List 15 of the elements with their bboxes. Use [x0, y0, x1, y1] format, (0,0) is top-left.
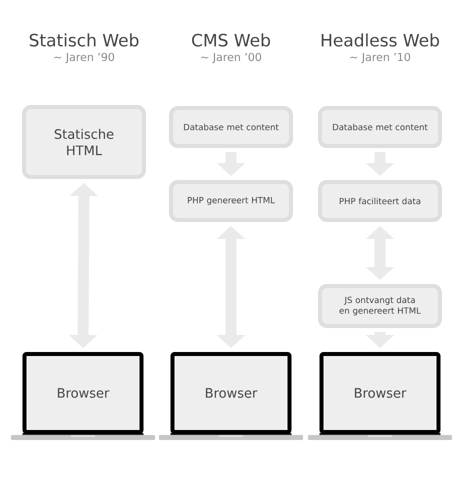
process-box: JS ontvangt data en genereert HTML [318, 284, 442, 328]
process-box: PHP genereert HTML [169, 180, 293, 222]
column-title: CMS Web [192, 33, 270, 47]
column-subtitle: ~ Jaren ’90 [54, 52, 114, 64]
laptop-drawing: Browser [308, 352, 452, 440]
process-box: PHP faciliteert data [318, 180, 442, 222]
column-subtitle: ~ Jaren ’00 [201, 52, 262, 64]
laptop-drawing: Browser [11, 352, 155, 440]
column-title: Headless Web [322, 33, 439, 47]
process-box: Database met content [169, 106, 293, 148]
process-box: Statische HTML [22, 105, 146, 179]
column-title: Statisch Web [30, 33, 138, 47]
column-subtitle: ~ Jaren ’10 [350, 52, 410, 64]
process-box: Database met content [318, 106, 442, 148]
laptop-drawing: Browser [159, 352, 303, 440]
